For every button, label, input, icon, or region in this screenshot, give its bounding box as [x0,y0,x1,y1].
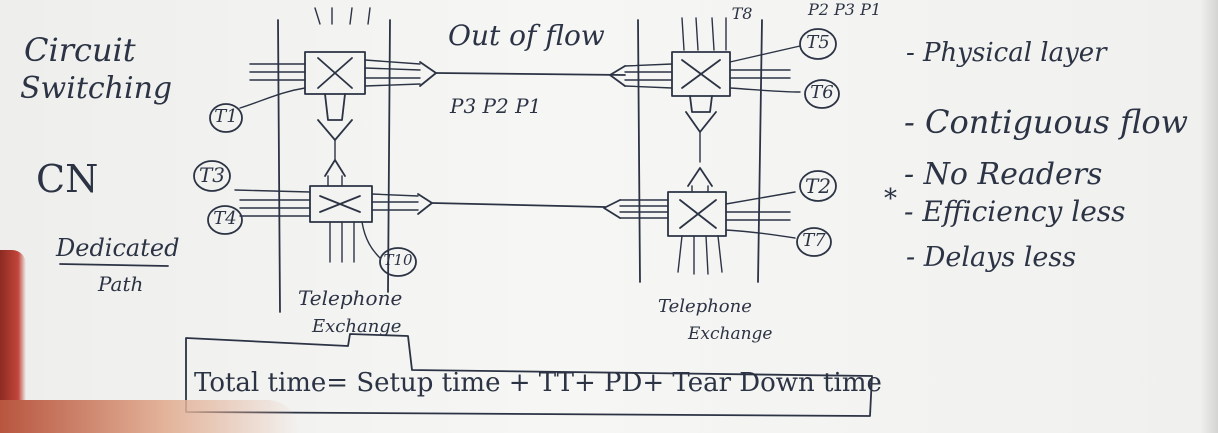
terminal-t6: T6 [810,82,834,103]
formula-total-time: Total time= Setup time + TT+ PD+ Tear Do… [194,368,882,398]
label-packets-top: P2 P3 P1 [808,0,882,19]
label-switching: Switching [20,71,173,106]
left-vertical-lines [277,7,391,313]
exchange-left-line2: Exchange [312,316,402,337]
characteristic-physical-layer: - Physical layer [906,38,1107,68]
label-packets: P3 P2 P1 [450,94,542,118]
board-edge-shadow [1200,0,1218,433]
terminal-t3: T3 [198,163,226,187]
label-circuit: Circuit [24,31,136,69]
characteristic-no-readers: - No Readers [904,157,1103,192]
label-cn: CN [36,157,99,201]
exchange-right-line1: Telephone [658,296,752,317]
dedicated-underline [59,263,169,267]
terminal-t4: T4 [213,208,237,229]
terminal-t10: T10 [383,251,413,269]
terminal-t5: T5 [806,32,830,53]
label-dedicated: Dedicated [56,234,180,262]
characteristic-efficiency-less: - Efficiency less [904,195,1126,228]
terminal-t2: T2 [804,174,832,198]
switch-top-left [239,51,437,141]
switch-bottom-left [234,139,433,263]
characteristic-delays-less: - Delays less [906,242,1077,273]
exchange-left-line1: Telephone [298,286,403,310]
presenter-hand [0,400,300,433]
star-mark: * [884,184,897,214]
trunk-links [431,72,626,208]
terminal-t8: T8 [731,4,753,23]
exchange-right-line2: Exchange [688,324,773,344]
characteristic-contiguous-flow: - Contiguous flow [904,103,1188,141]
formula-box [185,333,873,417]
terminal-t1: T1 [214,106,238,127]
label-out-of-flow: Out of flow [448,19,605,52]
terminal-circles [193,28,840,277]
switch-bottom-right [603,167,796,275]
switch-top-right [609,45,801,163]
label-path: Path [98,272,144,296]
terminal-t7: T7 [802,230,826,251]
right-vertical-lines [637,17,763,283]
